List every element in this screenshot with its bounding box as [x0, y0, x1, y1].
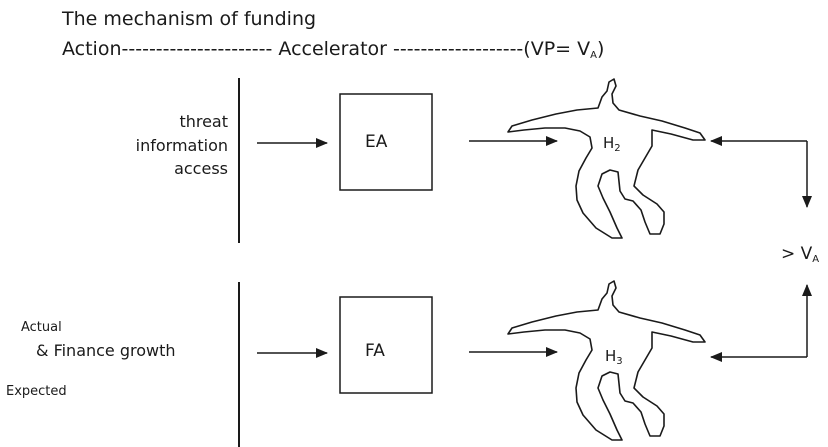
bottom-human-figure	[507, 280, 706, 441]
output-label-subscript: A	[812, 254, 820, 265]
bottom-label-actual: Actual	[21, 320, 62, 335]
ea-box-label: EA	[365, 132, 388, 152]
subtitle-action: Action	[62, 38, 122, 60]
top-label-threat: threat	[179, 112, 228, 131]
fa-box-label: FA	[365, 341, 385, 361]
top-figure-label: H2	[603, 136, 621, 154]
subtitle-vp-close: )	[596, 38, 605, 60]
ea-box	[339, 93, 433, 191]
bottom-figure-label-main: H	[605, 347, 617, 365]
subtitle-vp-subscript: A	[590, 50, 597, 61]
top-human-figure	[507, 78, 706, 239]
bottom-label-expected: Expected	[6, 384, 67, 399]
subtitle-accelerator: Accelerator	[278, 38, 387, 60]
bottom-figure-label: H3	[605, 349, 623, 367]
subtitle-vp-open: (VP= V	[523, 38, 591, 60]
top-figure-label-main: H	[603, 134, 615, 152]
bottom-figure-label-subscript: 3	[616, 356, 623, 367]
subtitle-dashes-2: -------------------	[393, 38, 524, 60]
output-label-main: > V	[781, 244, 813, 264]
top-label-access: access	[174, 159, 228, 178]
top-label-information: information	[135, 136, 228, 155]
diagram-title: The mechanism of funding	[62, 8, 317, 30]
output-label: > VA	[781, 246, 819, 265]
diagram-subtitle: Action---------------------- Accelerator…	[62, 40, 604, 61]
bottom-label-finance-growth: & Finance growth	[36, 341, 176, 360]
fa-box	[339, 296, 433, 394]
top-figure-label-subscript: 2	[614, 143, 621, 154]
subtitle-dashes-1: ----------------------	[121, 38, 273, 60]
